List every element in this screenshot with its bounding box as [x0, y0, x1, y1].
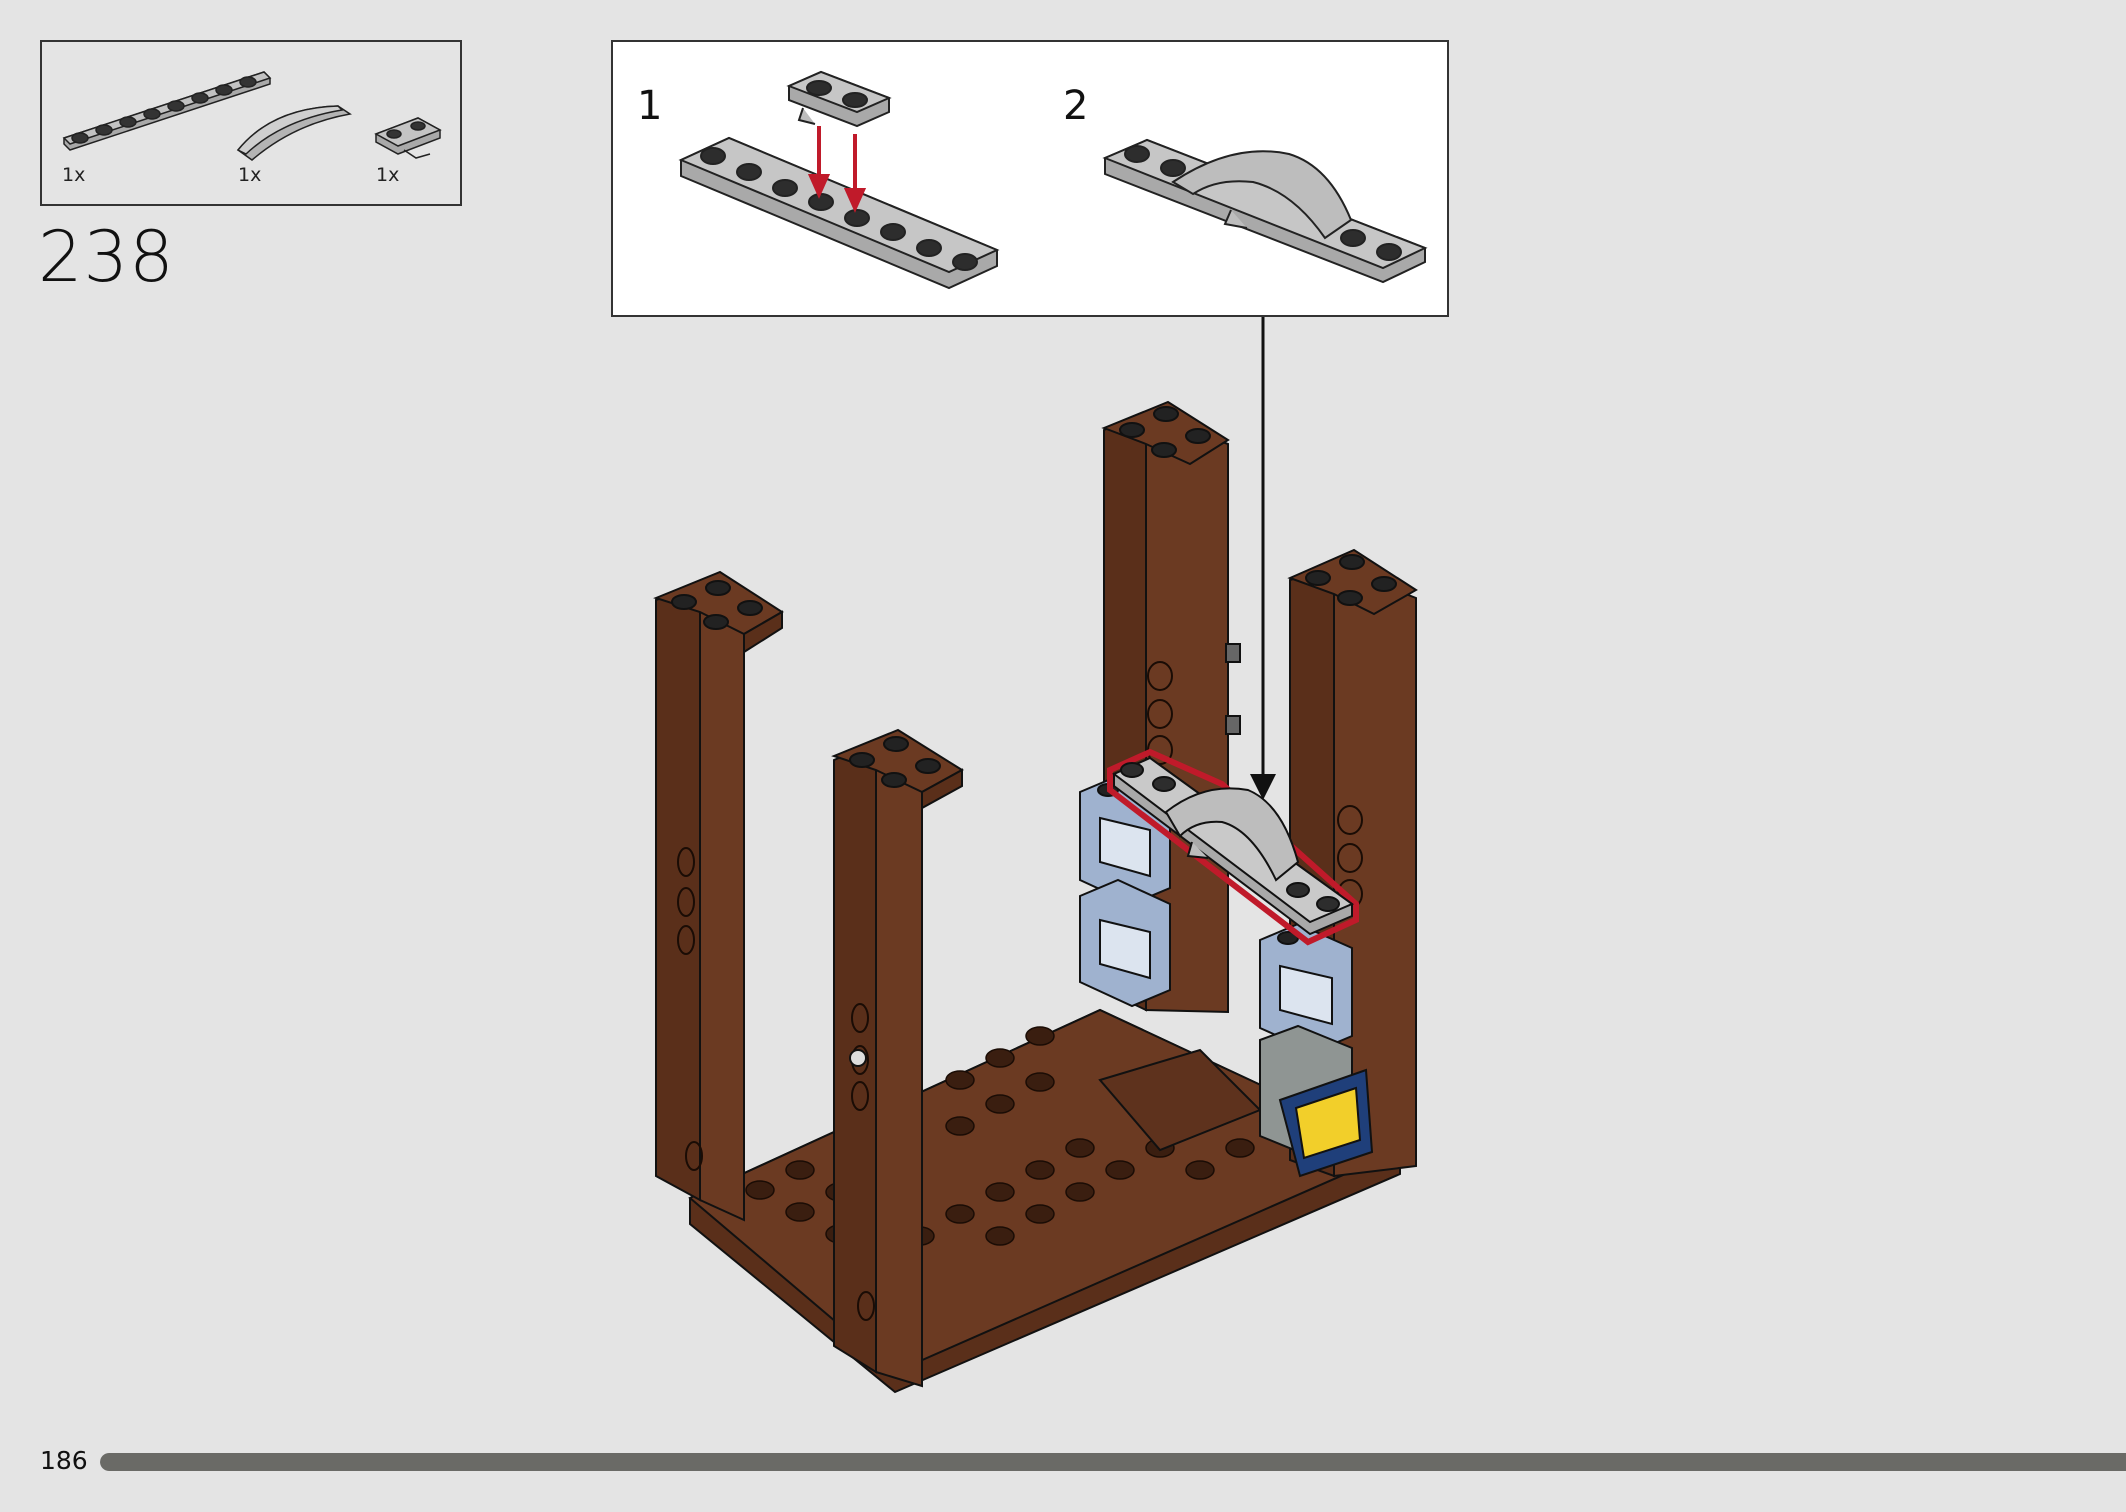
placement-arrow-icon [807, 126, 867, 213]
part-quantity: 1x [238, 164, 262, 186]
substep-label: 1 [637, 83, 663, 129]
substep1-plate-icon [678, 136, 1000, 290]
parts-illustration [62, 71, 442, 161]
window-frame-icon [1079, 774, 1353, 1054]
page-number: 186 [40, 1446, 88, 1475]
step-number: 238 [38, 216, 175, 298]
progress-bar [100, 1453, 2126, 1471]
substep-label: 2 [1063, 83, 1089, 129]
plate-clip-icon [374, 117, 442, 159]
parts-list-box: 1x 1x 1x [40, 40, 462, 206]
plate-1x8-icon [62, 71, 272, 151]
curved-slope-icon [236, 105, 352, 161]
substep-illustration [678, 70, 1428, 290]
substep2-assembly-icon [1102, 138, 1428, 284]
left-column-icon [653, 570, 784, 1222]
pointer-arrow-icon [1250, 317, 1276, 800]
part-quantity: 1x [376, 164, 400, 186]
progress-bar-fill [100, 1453, 2126, 1471]
new-assembly-highlight-icon [1107, 748, 1359, 946]
substep-box: 1 2 [611, 40, 1449, 317]
front-left-column-icon [831, 728, 964, 1388]
substep1-clip-icon [786, 70, 892, 128]
sign-tile-icon [1259, 1024, 1374, 1178]
part-quantity: 1x [62, 164, 86, 186]
main-model-illustration [653, 317, 1418, 1394]
